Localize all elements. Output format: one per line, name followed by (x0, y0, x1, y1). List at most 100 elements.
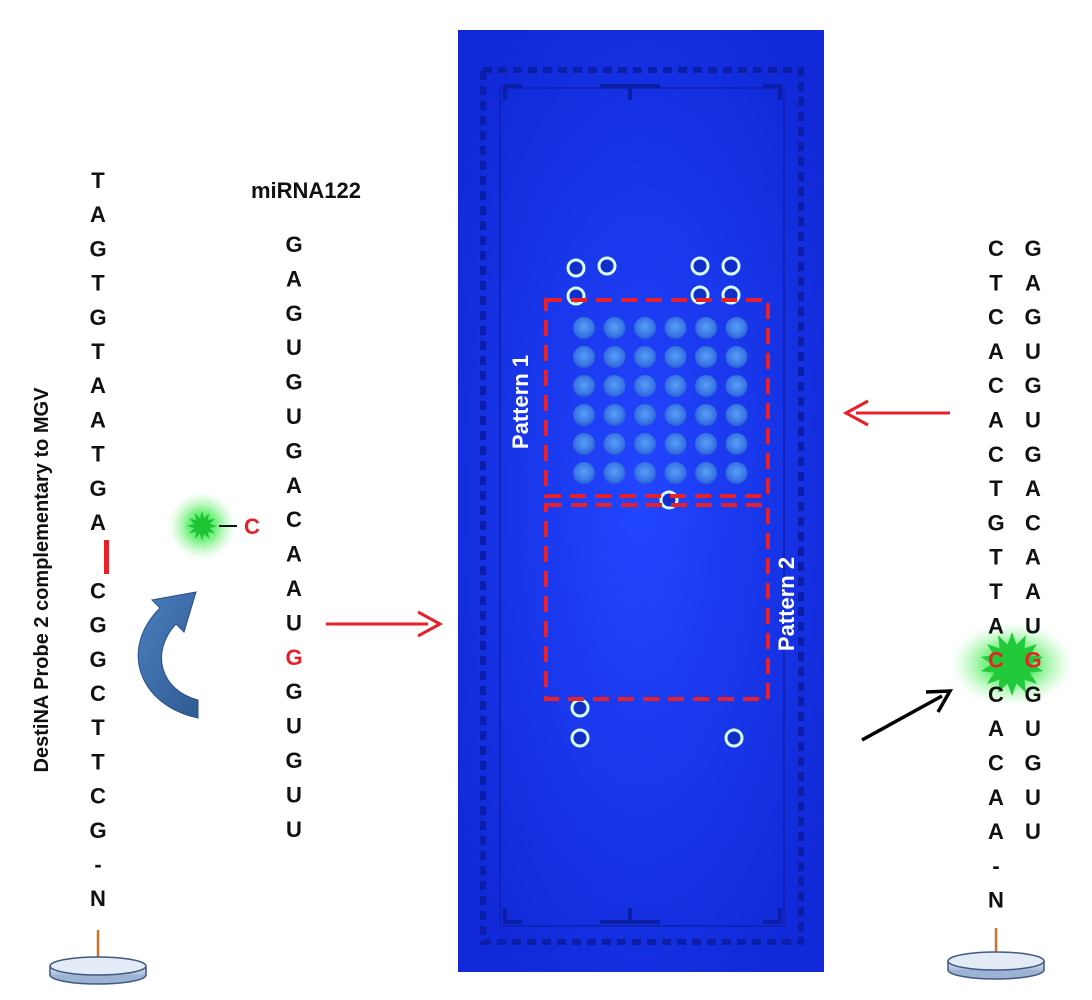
array-spot (725, 346, 748, 368)
marker-spot (724, 728, 744, 748)
right-mirna-nucleotide: U (1025, 339, 1041, 364)
fluorophore-icon (168, 492, 236, 560)
right-probe-nucleotide: C (988, 236, 1004, 261)
probe-label: DestiNA Probe 2 complementary to MGV (31, 387, 53, 773)
mirna-nucleotide: G (285, 645, 302, 670)
probe-nucleotide: G (89, 818, 106, 843)
right-probe-nucleotide: T (989, 476, 1003, 501)
mirna-nucleotide: C (286, 507, 302, 532)
array-spot (573, 433, 595, 455)
probe-nucleotide: G (89, 647, 106, 672)
array-spot (725, 404, 748, 426)
right-probe-nucleotide: C (988, 648, 1004, 673)
right-mirna-nucleotide: G (1024, 442, 1041, 467)
probe-nucleotide: - (94, 852, 101, 877)
black-arrow (861, 689, 954, 742)
right-probe-nucleotide: T (989, 545, 1003, 570)
mirna-nucleotide: A (286, 266, 302, 291)
marker-spot (690, 256, 710, 276)
array-spot (664, 433, 687, 455)
mirna-nucleotide: U (286, 782, 302, 807)
right-probe-nucleotide: - (992, 853, 999, 878)
mirna-nucleotide: G (285, 679, 302, 704)
left-bead-disc (49, 956, 147, 985)
probe-nucleotide: A (90, 373, 106, 398)
array-spot (695, 404, 717, 426)
right-mirna-nucleotide: G (1024, 305, 1041, 330)
right-fluorescence-icon (950, 622, 1074, 706)
marker-spot (570, 728, 590, 748)
right-mirna-nucleotide: U (1025, 819, 1041, 844)
right-mirna-nucleotide: U (1025, 408, 1041, 433)
right-mirna-nucleotide: U (1025, 785, 1041, 810)
microarray-slide (458, 30, 824, 972)
right-probe-nucleotide: G (987, 510, 1004, 535)
probe-nucleotide: N (90, 886, 106, 911)
array-spot (695, 346, 717, 368)
array-spot (664, 462, 687, 484)
array-spot (573, 346, 595, 368)
probe-nucleotide: G (89, 476, 106, 501)
array-spot (603, 433, 626, 455)
pattern-2-label: Pattern 2 (774, 557, 799, 651)
curved-arrow-icon (137, 591, 199, 719)
right-probe-nucleotide: N (988, 888, 1004, 913)
free-nucleotide: C (244, 514, 260, 539)
array-spot (695, 433, 717, 455)
mirna-nucleotide: G (285, 232, 302, 257)
array-spot (573, 404, 595, 426)
array-spot (634, 404, 656, 426)
marker-spot (566, 258, 586, 278)
array-spot (695, 317, 717, 339)
marker-spot (597, 256, 617, 276)
probe-nucleotide: T (91, 715, 105, 740)
right-mirna-nucleotide: U (1025, 613, 1041, 638)
right-probe-nucleotide: A (988, 819, 1004, 844)
probe-nucleotide: T (91, 442, 105, 467)
mirna-nucleotide: A (286, 473, 302, 498)
mirna-nucleotide: A (286, 542, 302, 567)
array-spot (664, 375, 687, 397)
right-mirna-nucleotide: G (1024, 751, 1041, 776)
right-mirna-nucleotide: G (1024, 682, 1041, 707)
array-spot (634, 317, 656, 339)
right-probe-nucleotide: T (989, 270, 1003, 295)
probe-nucleotide: G (89, 613, 106, 638)
probe-nucleotide: T (91, 339, 105, 364)
mirna-nucleotide: U (286, 335, 302, 360)
marker-spot (570, 698, 590, 718)
marker-spot (721, 256, 741, 276)
right-probe-nucleotide: A (988, 785, 1004, 810)
array-spot (634, 462, 656, 484)
right-probe-nucleotide: C (988, 305, 1004, 330)
mirna-nucleotide: G (285, 438, 302, 463)
right-mirna-nucleotide: C (1025, 510, 1041, 535)
probe-nucleotide: C (90, 784, 106, 809)
right-probe-nucleotide: A (988, 716, 1004, 741)
probe-nucleotide: G (89, 236, 106, 261)
array-spot (695, 462, 717, 484)
pattern-1-label: Pattern 1 (508, 355, 533, 449)
array-spot (664, 346, 687, 368)
right-mirna-nucleotide: A (1025, 579, 1041, 604)
mirna-label: miRNA122 (251, 178, 361, 203)
probe-nucleotide: C (90, 681, 106, 706)
probe-nucleotide: A (90, 202, 106, 227)
probe-nucleotide: C (90, 578, 106, 603)
array-spot (634, 346, 656, 368)
right-probe-nucleotide: T (989, 579, 1003, 604)
array-spot (634, 433, 656, 455)
probe-nucleotide: T (91, 168, 105, 193)
mirna-nucleotide: G (285, 748, 302, 773)
right-probe-nucleotide: C (988, 442, 1004, 467)
mirna-nucleotide: A (286, 576, 302, 601)
array-spot (664, 317, 687, 339)
right-mirna-nucleotide: G (1024, 236, 1041, 261)
mirna-nucleotide: U (286, 817, 302, 842)
array-spot (664, 404, 687, 426)
array-spot (603, 317, 626, 339)
